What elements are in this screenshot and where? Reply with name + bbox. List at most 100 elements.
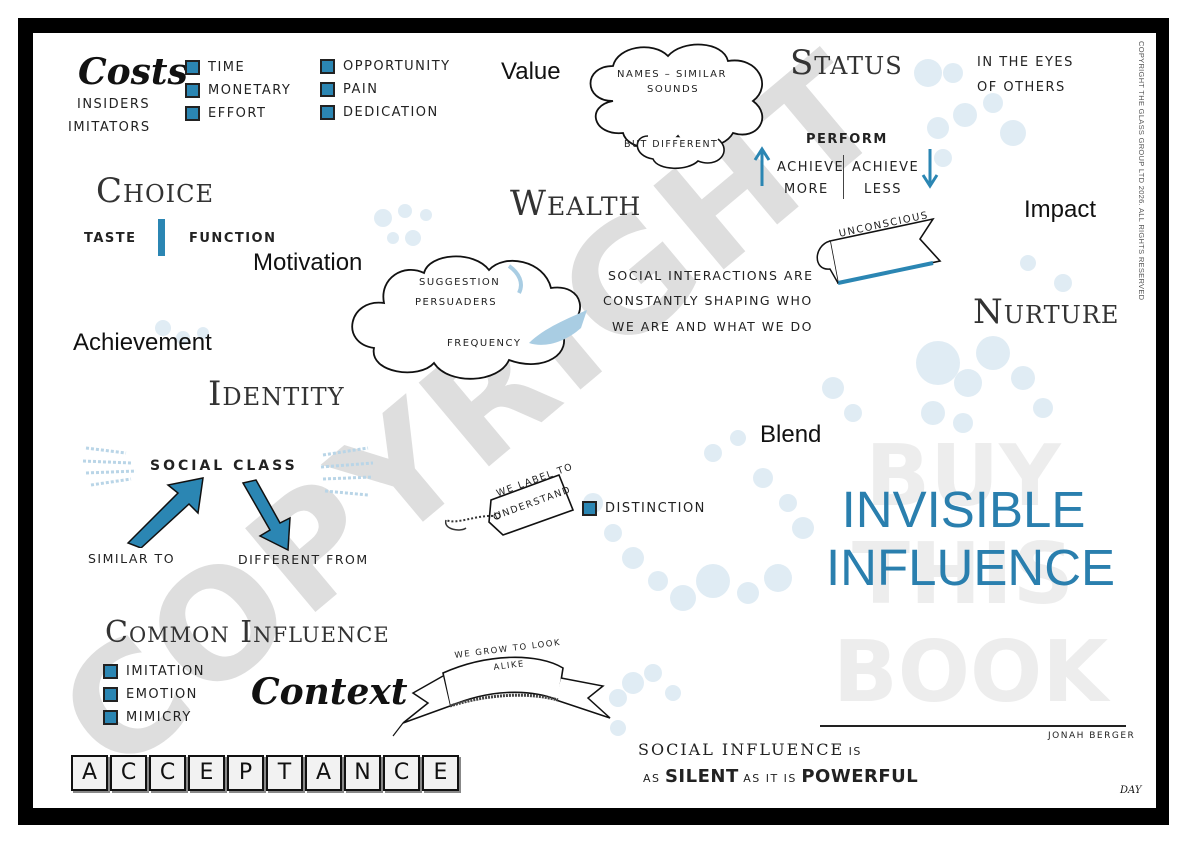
social-class-title: SOCIAL CLASS xyxy=(150,458,298,474)
perform-right-2: LESS xyxy=(864,182,902,197)
letter-tile: C xyxy=(110,755,147,791)
cloud-top-line2: SOUNDS xyxy=(647,84,700,95)
choice-taste: TASTE xyxy=(84,231,137,246)
bubble-dot xyxy=(953,413,973,433)
perform-left-1: ACHIEVE xyxy=(777,160,845,175)
perform-divider xyxy=(843,155,844,199)
cloud-mid-line2: PERSUADERS xyxy=(415,297,498,308)
letter-tile: C xyxy=(149,755,186,791)
bubble-dot xyxy=(954,369,982,397)
perform-title: PERFORM xyxy=(806,132,888,147)
cost-item-opportunity: OPPORTUNITY xyxy=(320,55,451,78)
arrow-up-right-icon xyxy=(126,477,204,548)
motivation-label: Motivation xyxy=(253,249,363,276)
cost-dedication-label: DEDICATION xyxy=(343,105,439,120)
social-class-different: DIFFERENT FROM xyxy=(238,552,369,567)
bubble-dot xyxy=(1054,274,1072,292)
costs-list-1: TIME MONETARY EFFORT xyxy=(185,56,291,125)
distinction-label: DISTINCTION xyxy=(605,501,706,516)
bubble-dot xyxy=(779,494,797,512)
cloud-mid-icon xyxy=(351,255,587,380)
eyes-line1: IN THE EYES xyxy=(977,55,1074,70)
bubble-dot xyxy=(374,209,392,227)
common-influence-list: IMITATION EMOTION MIMICRY xyxy=(103,660,205,729)
bubble-dot xyxy=(696,564,730,598)
sketchnote-sheet: COPYRIGHT BUY THIS BOOK COPYRIGHT THE GL… xyxy=(33,33,1156,808)
common-influence-heading: Common Influence xyxy=(105,615,390,650)
bubble-dot xyxy=(953,103,977,127)
bubble-dot xyxy=(983,93,1003,113)
social-interactions-line1: SOCIAL INTERACTIONS ARE xyxy=(608,268,814,283)
bubble-dot xyxy=(155,320,171,336)
costs-insiders: INSIDERS xyxy=(77,97,151,112)
context-label: Context xyxy=(251,671,408,713)
letter-tile: P xyxy=(227,755,264,791)
buy-this-book-watermark: BUY THIS BOOK xyxy=(833,428,1109,722)
cost-effort-label: EFFORT xyxy=(208,106,267,121)
grow-banner-icon xyxy=(392,656,611,737)
status-heading: Status xyxy=(790,43,903,83)
bubble-dot xyxy=(934,149,952,167)
costs-imitators: IMITATORS xyxy=(68,120,151,135)
cloud-top-line3: BUT DIFFERENT xyxy=(624,139,719,150)
bubble-dot xyxy=(609,689,627,707)
cost-monetary-label: MONETARY xyxy=(208,83,292,98)
bubble-dot xyxy=(921,401,945,425)
book-title: INVISIBLE INFLUENCE xyxy=(826,481,1115,597)
letter-tile: E xyxy=(188,755,225,791)
label-tag-icon xyxy=(445,473,575,536)
checkbox-icon xyxy=(103,687,118,702)
bubble-dot xyxy=(648,571,668,591)
bubble-dot xyxy=(1020,255,1036,271)
choice-function: FUNCTION xyxy=(189,231,277,246)
perform-left-2: MORE xyxy=(784,182,829,197)
tagline-silent: SILENT xyxy=(664,766,739,787)
arrow-down-icon xyxy=(921,149,939,189)
checkbox-icon xyxy=(103,710,118,725)
letter-tile: E xyxy=(422,755,459,791)
spark-lines-right-icon xyxy=(320,446,374,497)
choice-divider xyxy=(158,219,165,256)
bubble-dot xyxy=(665,685,681,701)
author-rule xyxy=(820,725,1126,727)
tagline-as-it-is: AS IT IS xyxy=(743,772,797,785)
bubble-dot xyxy=(753,468,773,488)
cost-item-time: TIME xyxy=(185,56,291,79)
bubble-dot xyxy=(943,63,963,83)
watermark-line-book: BOOK xyxy=(833,623,1109,722)
distinction-item: DISTINCTION xyxy=(582,497,706,520)
tagline-line1: SOCIAL INFLUENCE IS xyxy=(638,740,862,760)
cost-time-label: TIME xyxy=(208,60,246,75)
checkbox-icon xyxy=(185,60,200,75)
tagline-line2: AS SILENT AS IT IS POWERFUL xyxy=(643,766,918,787)
eyes-line2: OF OTHERS xyxy=(977,80,1066,95)
imitation-label: IMITATION xyxy=(126,664,205,679)
cost-item-monetary: MONETARY xyxy=(185,79,291,102)
tagline-powerful: POWERFUL xyxy=(801,766,919,787)
influence-item-emotion: EMOTION xyxy=(103,683,205,706)
bubble-dot xyxy=(1000,120,1026,146)
costs-list-2: OPPORTUNITY PAIN DEDICATION xyxy=(320,55,451,124)
artist-signature: DAY xyxy=(1120,785,1142,796)
bubble-dot xyxy=(792,517,814,539)
watermark-line-this: THIS xyxy=(852,525,1074,624)
letter-tile: N xyxy=(344,755,381,791)
cost-pain-label: PAIN xyxy=(343,82,379,97)
bubble-dot xyxy=(844,404,862,422)
influence-item-imitation: IMITATION xyxy=(103,660,205,683)
checkbox-icon xyxy=(582,501,597,516)
cloud-mid-line3: FREQUENCY xyxy=(447,338,522,349)
bubble-dot xyxy=(387,232,399,244)
mimicry-label: MIMICRY xyxy=(126,710,192,725)
spark-lines-left-icon xyxy=(82,446,137,487)
choice-heading: Choice xyxy=(96,171,214,211)
tagline-social-influence: SOCIAL INFLUENCE xyxy=(638,740,845,759)
letter-tile: A xyxy=(305,755,342,791)
perform-right-1: ACHIEVE xyxy=(852,160,920,175)
bubble-dot xyxy=(916,341,960,385)
wealth-heading: Wealth xyxy=(510,184,642,224)
checkbox-icon xyxy=(320,59,335,74)
author-name: JONAH BERGER xyxy=(1048,731,1136,741)
nurture-heading: Nurture xyxy=(973,292,1120,332)
